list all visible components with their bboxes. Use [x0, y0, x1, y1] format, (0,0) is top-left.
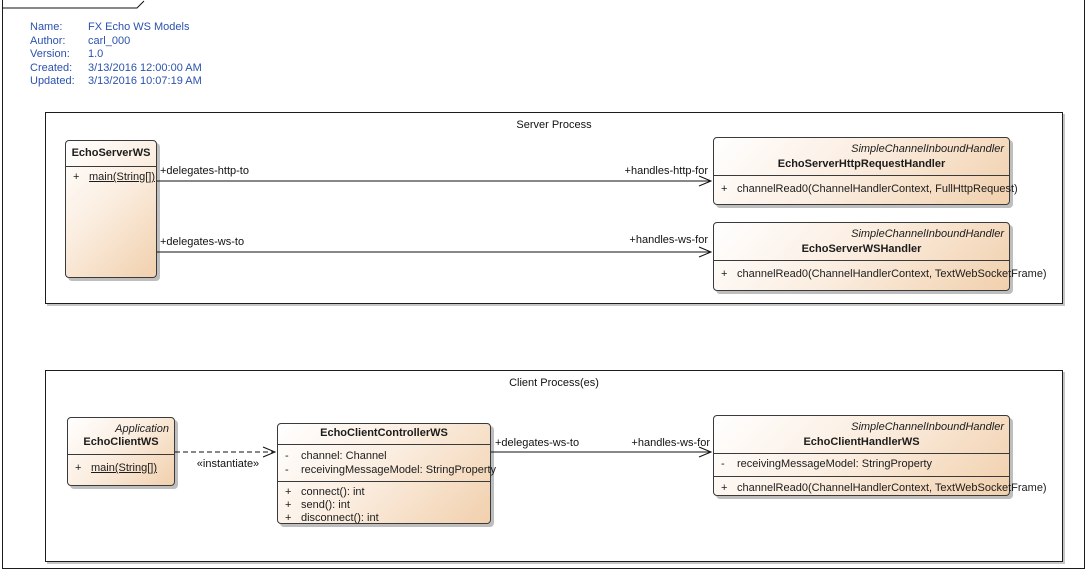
boundary-title: Server Process — [516, 119, 592, 131]
class-name: EchoServerHttpRequestHandler — [777, 158, 946, 170]
boundary-title: Client Process(es) — [509, 377, 599, 389]
class-echoserverwshandler[interactable]: SimpleChannelInboundHandler EchoServerWS… — [713, 222, 1047, 291]
attributes-compartment: - receivingMessageModel: StringProperty — [714, 453, 1009, 476]
attribute-text: channel: Channel — [301, 450, 387, 462]
operation-signature: connect(): int — [301, 486, 365, 498]
operations-compartment: + main(String[]) — [68, 454, 174, 475]
operation-signature: main(String[]) — [89, 171, 156, 183]
meta-row-updated: Updated: 3/13/2016 10:07:19 AM — [30, 75, 202, 89]
connector-label-target: +handles-ws-for — [629, 234, 708, 246]
meta-label: Updated: — [30, 75, 75, 87]
attributes-compartment: - channel: Channel - receivingMessageMod… — [278, 444, 496, 481]
class-echoserverhttprequesthandler[interactable]: SimpleChannelInboundHandler EchoServerHt… — [713, 137, 1018, 205]
attribute-row: - receivingMessageModel: StringProperty — [714, 458, 1009, 471]
operation-row: + channelRead0(ChannelHandlerContext, Te… — [714, 268, 1047, 281]
connector-label-source: +delegates-ws-to — [160, 236, 245, 248]
operations-compartment: + channelRead0(ChannelHandlerContext, Fu… — [714, 175, 1018, 196]
operation-row: + send(): int — [278, 499, 490, 512]
meta-row-name: Name: FX Echo WS Models — [30, 21, 202, 35]
meta-label: Created: — [30, 61, 73, 74]
operation-signature: channelRead0(ChannelHandlerContext, Full… — [737, 183, 1018, 195]
parent-class-label: SimpleChannelInboundHandler — [851, 421, 1004, 433]
meta-value: 3/13/2016 10:07:19 AM — [88, 75, 202, 87]
operation-signature: main(String[]) — [91, 462, 158, 474]
visibility-symbol: - — [721, 458, 725, 470]
boundary-server-process[interactable]: Server Process — [45, 112, 1063, 304]
class-name: EchoServerWS — [71, 147, 151, 159]
visibility-symbol: + — [285, 499, 292, 511]
class-echoserverws[interactable]: EchoServerWS + main(String[]) — [65, 140, 157, 278]
attribute-row: - channel: Channel — [278, 449, 490, 463]
visibility-symbol: + — [73, 171, 80, 183]
boundary-client-process[interactable]: Client Process(es) — [45, 370, 1063, 562]
operation-row: + main(String[]) — [68, 462, 174, 475]
meta-value: 3/13/2016 12:00:00 AM — [88, 61, 202, 74]
visibility-symbol: + — [285, 512, 292, 524]
visibility-symbol: - — [285, 450, 289, 462]
parent-class-label: SimpleChannelInboundHandler — [851, 228, 1004, 240]
class-echoclientcontrollerws[interactable]: EchoClientControllerWS - channel: Channe… — [277, 423, 496, 525]
meta-value: 1.0 — [88, 48, 104, 60]
visibility-symbol: + — [285, 486, 292, 498]
meta-label: Version: — [30, 48, 70, 60]
connector-label-target: +handles-ws-for — [631, 437, 710, 449]
frame-tab — [2, 0, 145, 9]
operation-row: + disconnect(): int — [278, 512, 490, 525]
name-compartment: SimpleChannelInboundHandler EchoServerHt… — [714, 138, 1009, 175]
parent-class-label: SimpleChannelInboundHandler — [851, 143, 1004, 155]
class-echoclientws[interactable]: Application EchoClientWS + main(String[]… — [67, 417, 175, 486]
operation-row: + channelRead0(ChannelHandlerContext, Fu… — [714, 183, 1018, 196]
meta-row-created: Created: 3/13/2016 12:00:00 AM — [30, 62, 202, 76]
operations-compartment: + channelRead0(ChannelHandlerContext, Te… — [714, 476, 1047, 495]
name-compartment: SimpleChannelInboundHandler EchoClientHa… — [714, 416, 1009, 453]
connector-label-source: +delegates-http-to — [160, 165, 249, 177]
meta-row-author: Author: carl_000 — [30, 35, 202, 49]
visibility-symbol: + — [75, 462, 82, 474]
operation-signature: channelRead0(ChannelHandlerContext, Text… — [737, 268, 1047, 280]
attribute-text: receivingMessageModel: StringProperty — [301, 464, 497, 476]
meta-row-version: Version: 1.0 — [30, 48, 202, 62]
operations-compartment: + connect(): int + send(): int + disconn… — [278, 481, 490, 525]
class-echoclienthandlerws[interactable]: SimpleChannelInboundHandler EchoClientHa… — [713, 415, 1047, 496]
connector-label-source: +delegates-ws-to — [495, 437, 580, 449]
meta-label: Name: — [30, 21, 63, 33]
operations-compartment: + main(String[]) — [66, 166, 156, 278]
visibility-symbol: + — [721, 482, 728, 494]
class-name: EchoClientControllerWS — [320, 427, 448, 439]
operation-signature: send(): int — [301, 499, 350, 511]
connector-label-stereotype: «instantiate» — [196, 458, 260, 470]
meta-label: Author: — [30, 34, 66, 47]
name-compartment: Application EchoClientWS — [68, 418, 174, 454]
meta-value: FX Echo WS Models — [88, 21, 190, 33]
meta-value: carl_000 — [88, 34, 131, 47]
operation-row: + main(String[]) — [66, 171, 156, 184]
name-compartment: SimpleChannelInboundHandler EchoServerWS… — [714, 223, 1009, 260]
parent-class-label: Application — [115, 423, 169, 435]
operations-compartment: + channelRead0(ChannelHandlerContext, Te… — [714, 260, 1047, 281]
attribute-row: - receivingMessageModel: StringProperty — [278, 463, 496, 477]
operation-row: + connect(): int — [278, 486, 490, 499]
class-name: EchoServerWSHandler — [801, 243, 922, 255]
operation-signature: disconnect(): int — [301, 512, 379, 524]
connector-label-target: +handles-http-for — [624, 165, 708, 177]
visibility-symbol: - — [285, 464, 289, 476]
visibility-symbol: + — [721, 183, 728, 195]
class-name: EchoClientWS — [83, 436, 159, 448]
class-name: EchoClientHandlerWS — [803, 436, 920, 448]
operation-signature: channelRead0(ChannelHandlerContext, Text… — [737, 482, 1047, 494]
operation-row: + channelRead0(ChannelHandlerContext, Te… — [714, 482, 1047, 495]
diagram-properties-note: Name: FX Echo WS Models Author: carl_000… — [30, 21, 202, 89]
attribute-text: receivingMessageModel: StringProperty — [737, 458, 933, 470]
visibility-symbol: + — [721, 268, 728, 280]
